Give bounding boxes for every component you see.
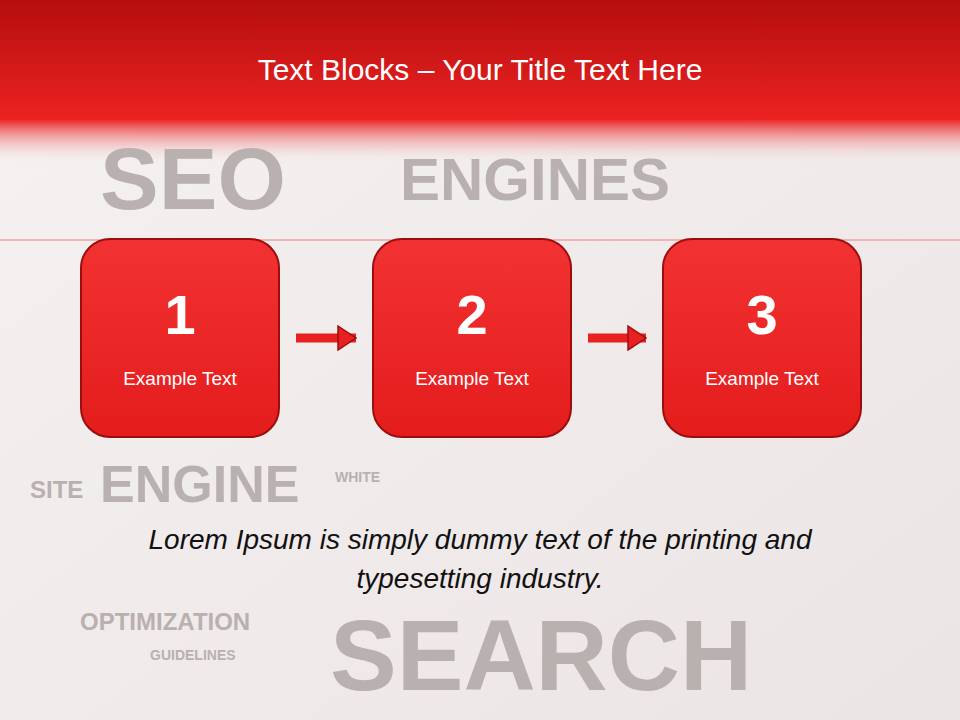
step-number: 1: [164, 284, 195, 346]
process-box: 3Example Text: [662, 238, 862, 438]
watermark-word: SEARCH: [330, 605, 752, 705]
flow-arrow: [296, 334, 356, 343]
process-box: 1Example Text: [80, 238, 280, 438]
step-label: Example Text: [415, 367, 529, 392]
flow-arrow: [588, 334, 646, 343]
step-label: Example Text: [123, 367, 237, 392]
watermark-word: SEO: [100, 135, 286, 223]
process-box: 2Example Text: [372, 238, 572, 438]
watermark-word: WHITE: [335, 470, 380, 484]
header-band: [0, 0, 960, 120]
watermark-word: ENGINE: [100, 458, 299, 510]
watermark-word: OPTIMIZATION: [80, 610, 250, 634]
slide-title: Text Blocks – Your Title Text Here: [0, 52, 960, 88]
watermark-word: ENGINES: [400, 150, 670, 210]
step-label: Example Text: [705, 367, 819, 392]
caption: Lorem Ipsum is simply dummy text of the …: [100, 520, 860, 598]
watermark-word: SITE: [30, 478, 83, 502]
step-number: 2: [456, 284, 487, 346]
step-number: 3: [746, 284, 777, 346]
watermark-word: GUIDELINES: [150, 648, 236, 662]
